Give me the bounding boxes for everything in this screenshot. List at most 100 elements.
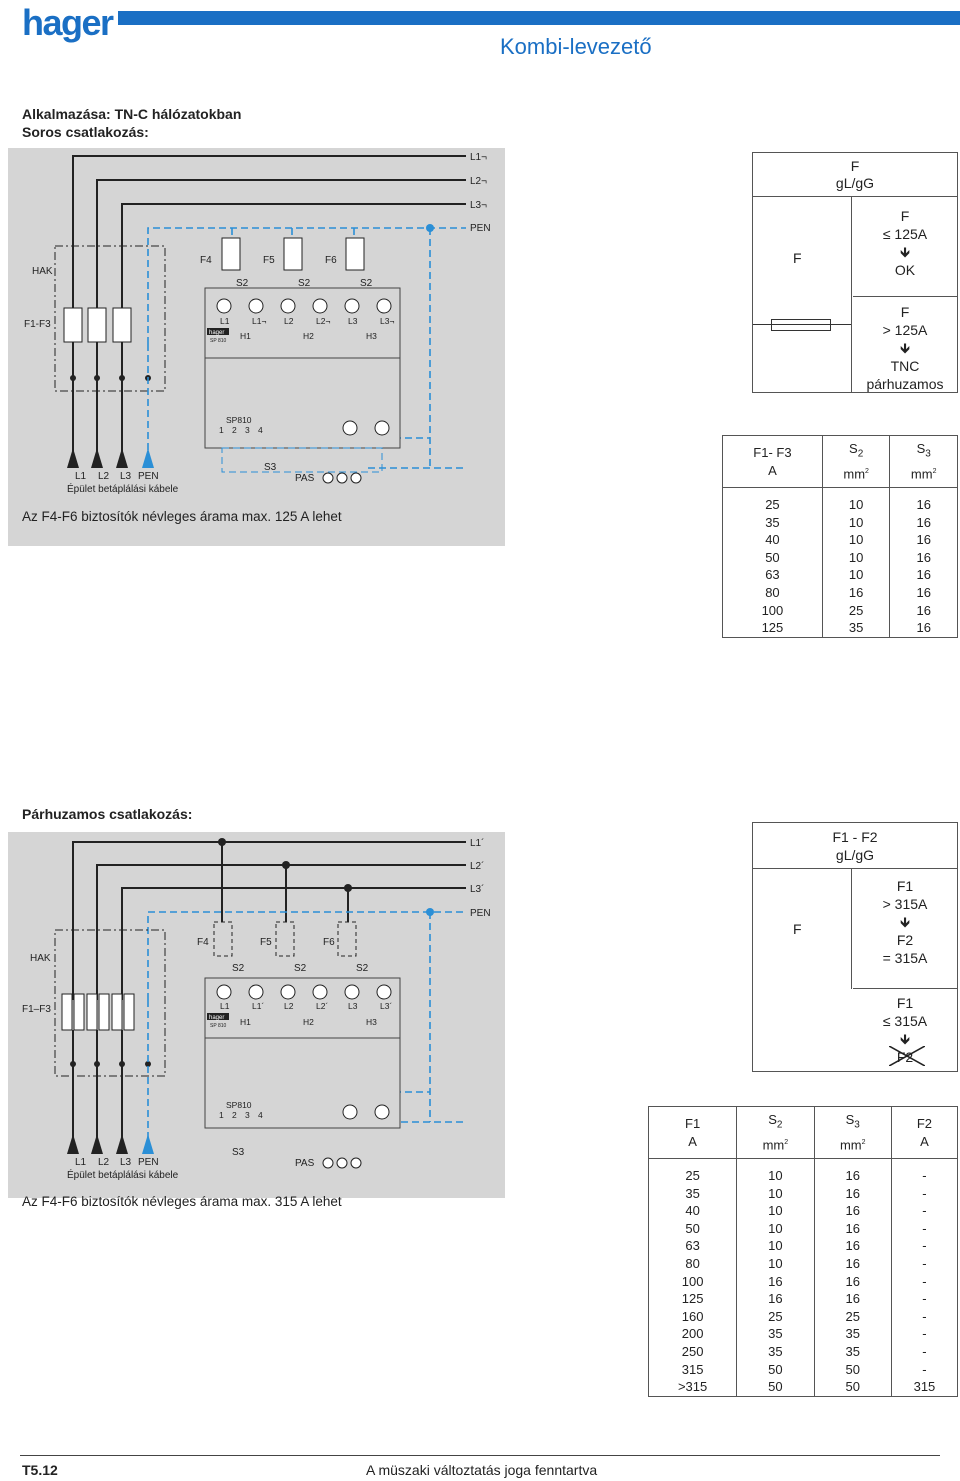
svg-text:hager: hager bbox=[209, 1015, 224, 1021]
svg-text:SP810: SP810 bbox=[226, 1100, 252, 1110]
svg-text:L1¬: L1¬ bbox=[470, 152, 487, 163]
svg-text:2: 2 bbox=[232, 1110, 237, 1120]
svg-text:3: 3 bbox=[245, 1110, 250, 1120]
table-cell: 50 bbox=[647, 1219, 738, 1238]
table-cell: - bbox=[890, 1307, 959, 1326]
table-cell: 10 bbox=[736, 1219, 815, 1238]
footer-line bbox=[20, 1455, 940, 1456]
table-cell: 315 bbox=[890, 1378, 959, 1397]
svg-text:L1: L1 bbox=[220, 316, 230, 326]
table-cell: 16 bbox=[813, 1254, 892, 1273]
svg-text:L1´: L1´ bbox=[470, 837, 484, 849]
fuse-rule-box-parallel: F1 - F2 gL/gG F F1 > 315A 🡻 F2 = 315A F1… bbox=[752, 822, 958, 1072]
svg-text:F4: F4 bbox=[197, 937, 209, 948]
svg-text:hager: hager bbox=[209, 330, 224, 336]
table-cell: - bbox=[890, 1158, 959, 1185]
svg-text:F6: F6 bbox=[323, 937, 335, 948]
section2-title: Párhuzamos csatlakozás: bbox=[22, 806, 193, 822]
svg-text:PEN: PEN bbox=[470, 908, 491, 919]
svg-text:S2: S2 bbox=[298, 278, 311, 289]
table-cell: - bbox=[890, 1184, 959, 1203]
svg-text:L3¬: L3¬ bbox=[470, 200, 487, 211]
section1-title-application: Alkalmazása: TN-C hálózatokban bbox=[22, 106, 242, 122]
svg-text:L2´: L2´ bbox=[470, 860, 484, 872]
svg-text:Épület betáplálási kábele: Épület betáplálási kábele bbox=[67, 482, 179, 495]
table-cell: 50 bbox=[813, 1360, 892, 1379]
section1-note: Az F4-F6 biztosítók névleges árama max. … bbox=[22, 509, 342, 524]
svg-text:L2: L2 bbox=[284, 1001, 294, 1011]
fuse-box-header-f: F bbox=[850, 158, 860, 174]
table-cell: 16 bbox=[889, 513, 958, 532]
table-cell: 50 bbox=[722, 548, 823, 567]
svg-text:SP 810: SP 810 bbox=[210, 338, 227, 344]
table-cell: 35 bbox=[813, 1325, 892, 1343]
svg-text:L3¬: L3¬ bbox=[380, 316, 394, 326]
section1-title-serial: Soros csatlakozás: bbox=[22, 124, 149, 140]
table-cell: 10 bbox=[821, 531, 891, 549]
header-bar bbox=[118, 11, 960, 25]
footer-note: A müszaki változtatás joga fenntartva bbox=[366, 1462, 598, 1478]
svg-text:SP 810: SP 810 bbox=[210, 1023, 227, 1029]
svg-text:PEN: PEN bbox=[138, 1157, 159, 1168]
table-cell: 10 bbox=[736, 1202, 815, 1220]
svg-text:F5: F5 bbox=[260, 937, 272, 948]
table-cell: 50 bbox=[736, 1378, 815, 1397]
table-cell: 10 bbox=[821, 513, 891, 532]
svg-text:S2: S2 bbox=[294, 963, 307, 974]
table-cell: - bbox=[890, 1237, 959, 1255]
table-cell: 35 bbox=[736, 1342, 815, 1361]
svg-text:L3: L3 bbox=[120, 1157, 132, 1168]
svg-text:4: 4 bbox=[258, 1110, 263, 1120]
svg-text:L1: L1 bbox=[75, 1157, 87, 1168]
table-cell: 16 bbox=[813, 1158, 892, 1185]
table-cell: 160 bbox=[647, 1307, 738, 1326]
svg-text:L3: L3 bbox=[120, 471, 132, 482]
table-cell: 63 bbox=[722, 566, 823, 584]
table-cell: 16 bbox=[821, 583, 891, 602]
table-cell: 200 bbox=[647, 1325, 738, 1343]
svg-text:H3: H3 bbox=[366, 331, 377, 341]
table-cell: 16 bbox=[889, 583, 958, 602]
table-cell: 25 bbox=[813, 1307, 892, 1326]
wire-l2 bbox=[96, 179, 466, 344]
table-cell: 16 bbox=[813, 1272, 892, 1291]
fuse-label: F bbox=[793, 250, 802, 266]
table-cell: 35 bbox=[736, 1325, 815, 1343]
svg-text:H3: H3 bbox=[366, 1017, 377, 1027]
svg-text:S2: S2 bbox=[232, 963, 245, 974]
svg-text:L1: L1 bbox=[75, 471, 87, 482]
svg-text:L2¬: L2¬ bbox=[316, 316, 330, 326]
svg-text:3: 3 bbox=[245, 425, 250, 435]
table-cell: 16 bbox=[813, 1184, 892, 1203]
svg-text:F6: F6 bbox=[325, 255, 337, 266]
svg-text:L3: L3 bbox=[348, 1001, 358, 1011]
table-cell: 50 bbox=[736, 1360, 815, 1379]
page-number: T5.12 bbox=[22, 1462, 58, 1478]
svg-text:HAK: HAK bbox=[30, 953, 51, 964]
table-cell: - bbox=[890, 1254, 959, 1273]
svg-text:S2: S2 bbox=[360, 278, 373, 289]
svg-text:S2: S2 bbox=[236, 278, 249, 289]
svg-text:L2¬: L2¬ bbox=[470, 176, 487, 187]
table-cell: >315 bbox=[647, 1378, 738, 1397]
svg-text:H2: H2 bbox=[303, 1017, 314, 1027]
svg-text:H2: H2 bbox=[303, 331, 314, 341]
table-cell: 35 bbox=[647, 1184, 738, 1203]
